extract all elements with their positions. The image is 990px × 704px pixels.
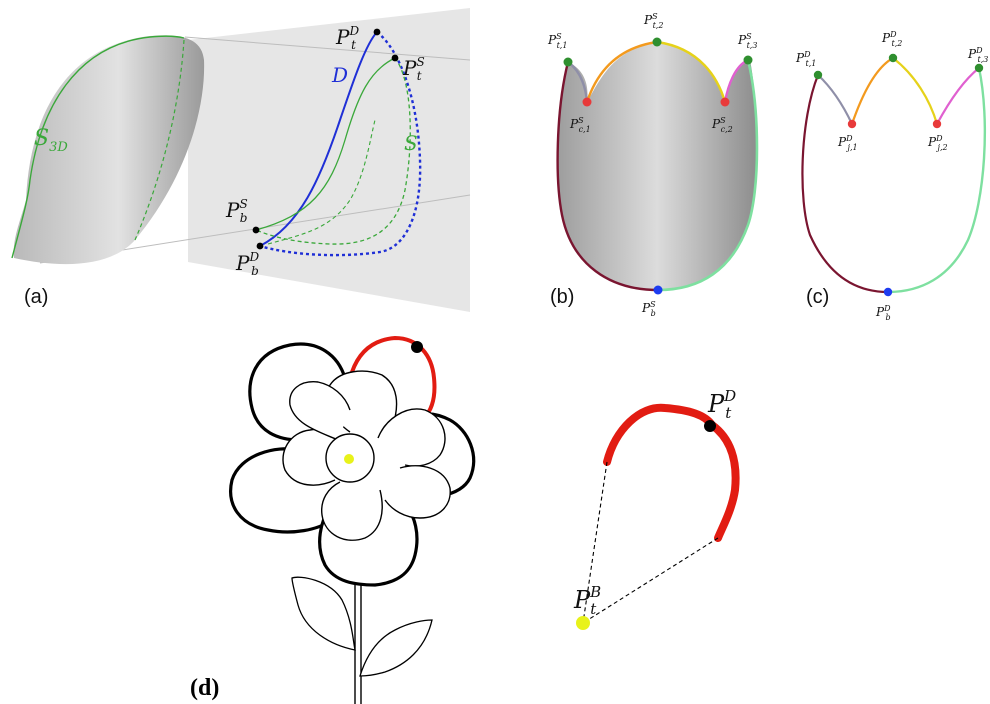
curve-s-green [255,57,396,231]
projection-plane [188,8,470,312]
c-outline-yellow [892,57,939,125]
point-pdb [256,242,264,250]
outline-crimson [556,61,659,292]
c-outline-crimson [801,74,889,294]
inner-petal-top-right [377,408,446,467]
label-s: S [404,131,418,155]
inner-petals [282,370,451,541]
label-s3d: S3D [34,126,68,155]
curve-s-green-dashed [255,57,411,245]
leaf-left [291,576,356,651]
caption-a: (a) [24,286,48,308]
point-pt3-c [974,63,984,73]
detail-red-curve [603,403,740,542]
point-pc2-b [720,97,730,107]
inner-petal-bottom [321,481,383,541]
projection-line-top [184,36,471,61]
c-outline-orange [850,57,894,125]
c-outline-gray [817,74,853,125]
c-outline-magenta [936,67,980,125]
outline-lightgreen [657,59,759,292]
detail-pbt-point [576,616,590,630]
outline-orange [585,40,658,103]
curve-d-blue-dotted [259,31,422,257]
detail-pdt-point [704,420,716,432]
outline-yellow [656,40,727,103]
point-pt2-b [652,37,662,47]
point-psb [252,226,260,234]
inner-petal-right [384,465,451,519]
point-pb-b [653,285,663,295]
label-d: D [331,63,348,87]
point-pj1-c [847,119,857,129]
caption-d: (d) [190,675,219,701]
point-pj2-c [932,119,942,129]
caption-b: (b) [550,286,574,308]
detail-dashed-right [582,537,719,624]
surface-s3d-outline [11,35,185,259]
caption-c: (c) [806,286,829,308]
point-pb-c [883,287,893,297]
point-pt2-c [888,53,898,63]
point-pc1-b [582,97,592,107]
surface-s3d-dashed-curve [134,39,185,241]
red-petal-endpoint [411,341,423,353]
point-pt1-b [563,57,573,67]
point-pst [391,54,399,62]
detail-dashed-left [582,461,608,624]
curve-d-blue [259,31,378,247]
leaf-right [359,619,433,677]
c-outline-lightgreen [887,67,987,294]
inner-petal-top-left [289,381,351,441]
point-pt3-b [743,55,753,65]
point-pt1-c [813,70,823,80]
flower-center-point [344,454,354,464]
curve-s-green-inner-dashed [267,119,376,245]
tulip-body [557,42,757,290]
point-pdt [373,28,381,36]
